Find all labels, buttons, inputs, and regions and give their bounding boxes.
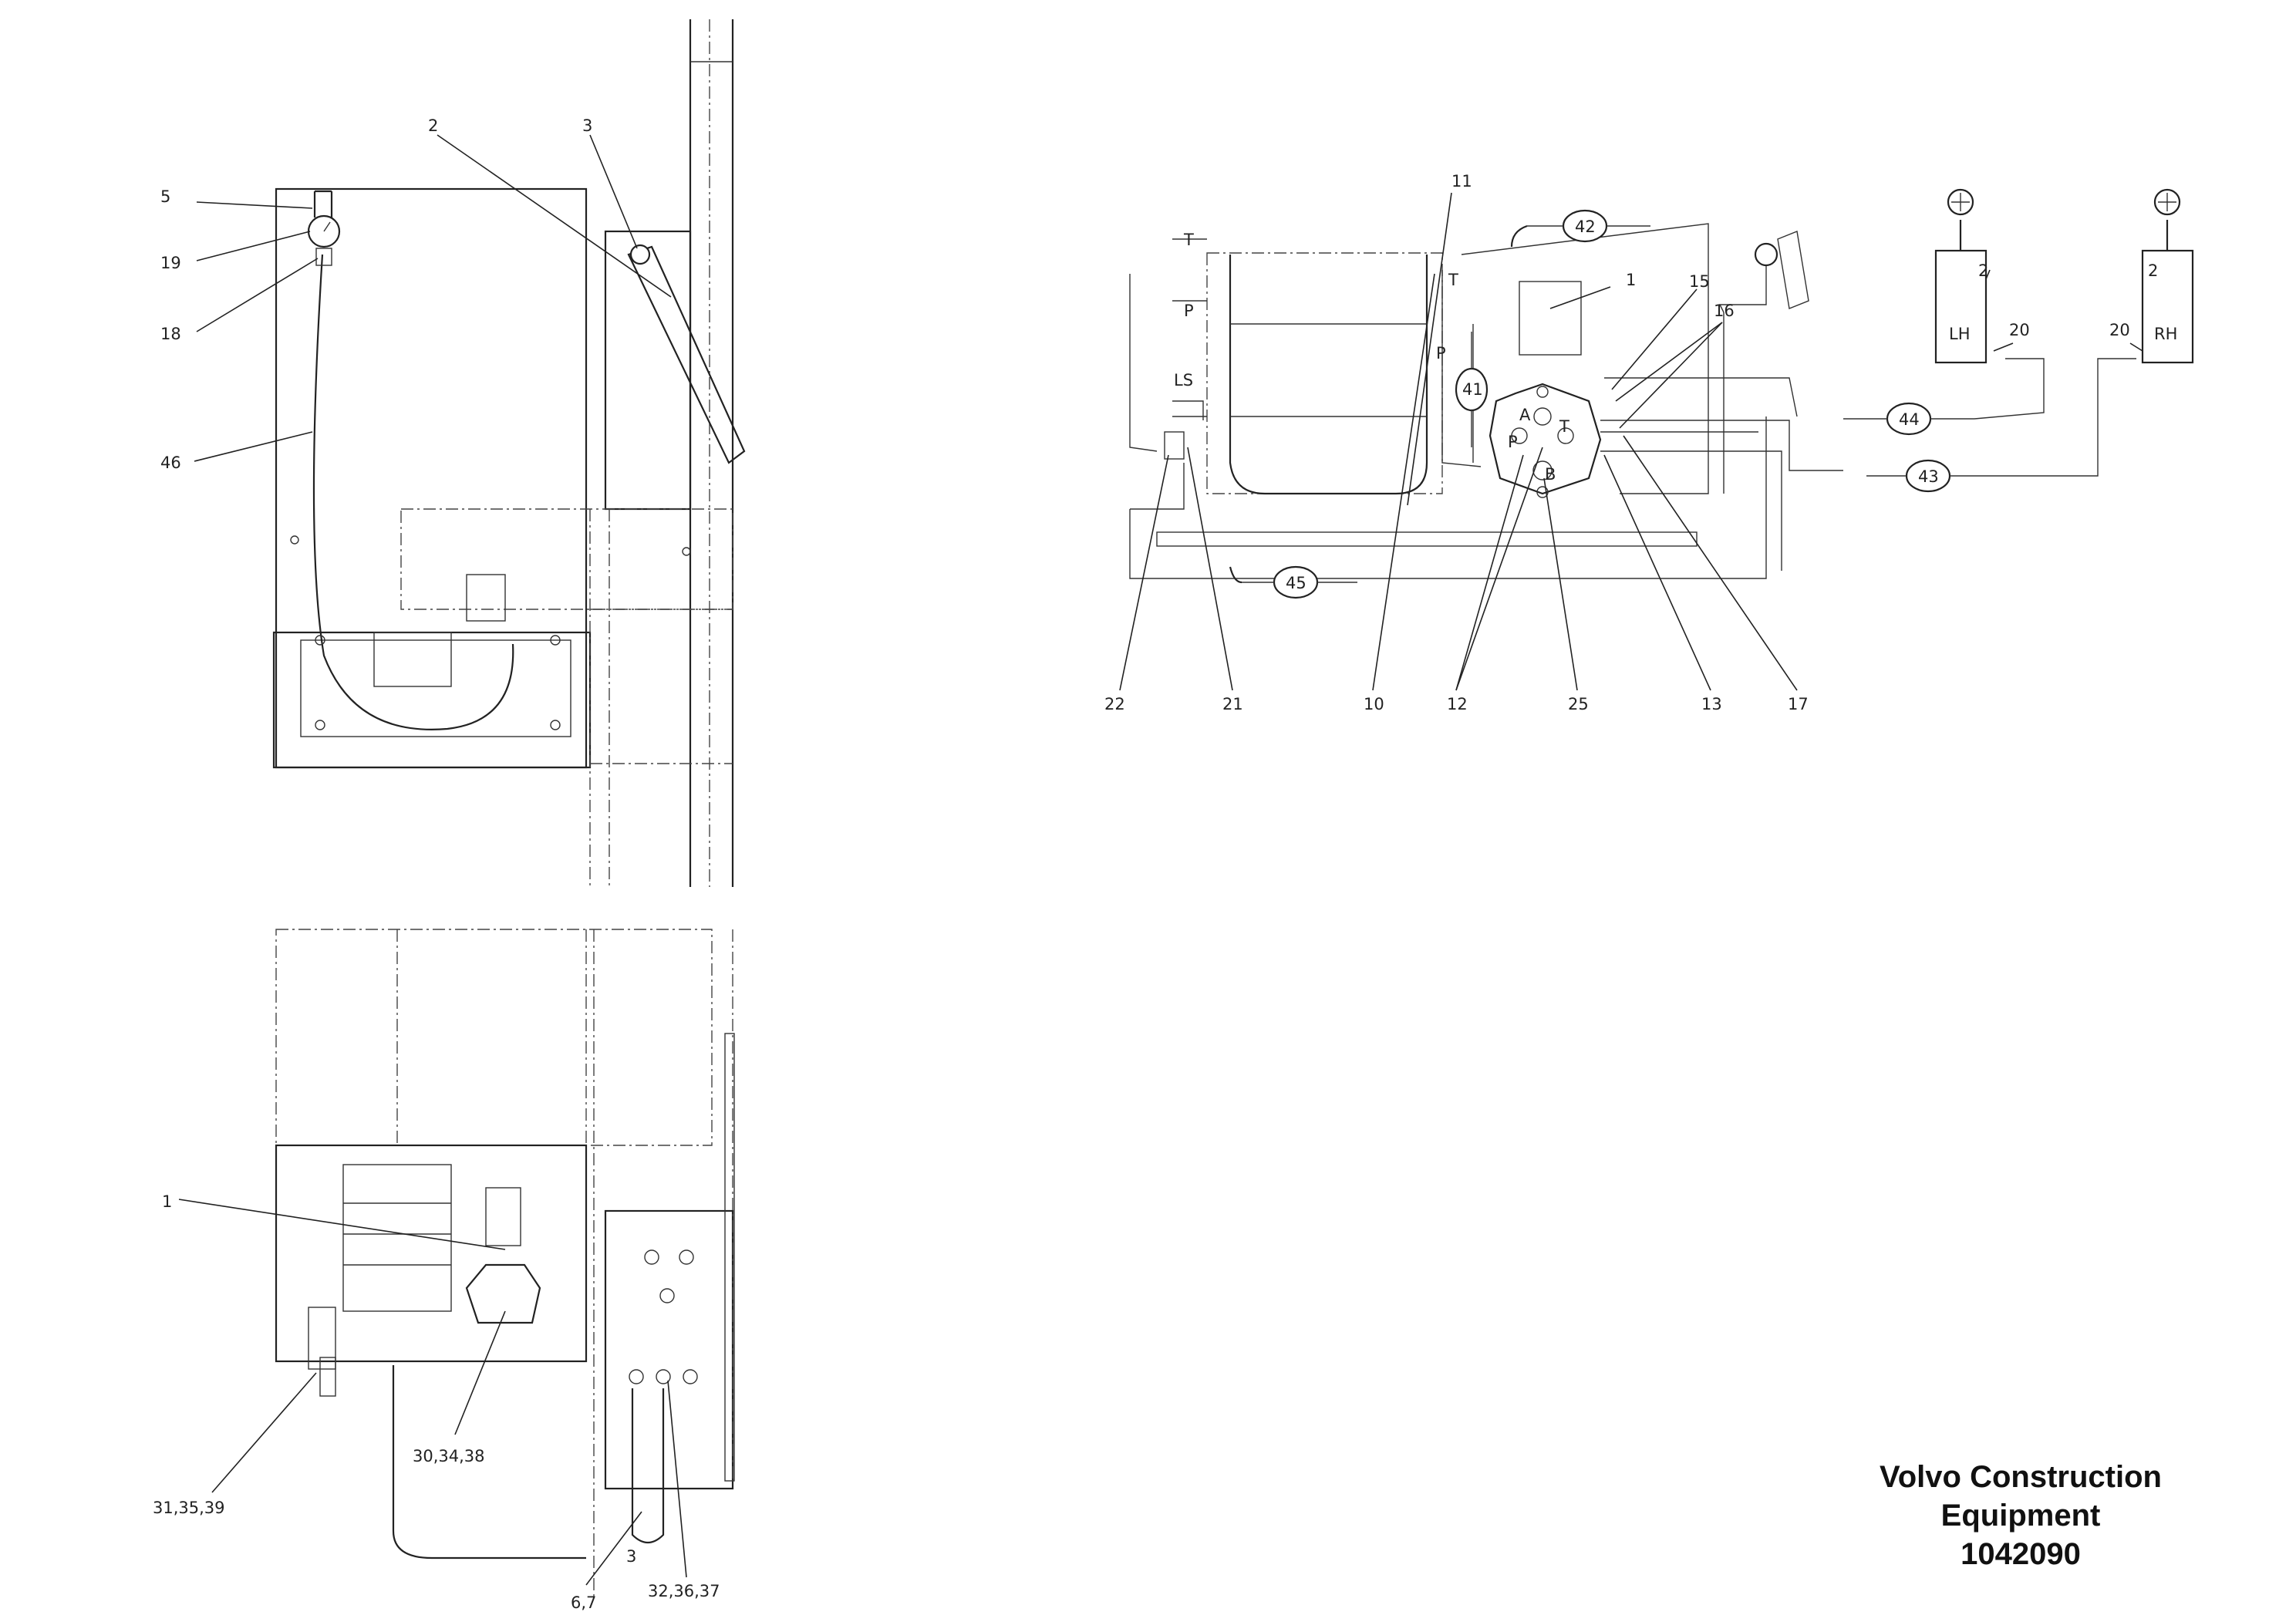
callout-25: 25 (1568, 695, 1589, 713)
hose-45-label: 45 (1286, 574, 1306, 592)
callout-32-36-37: 32,36,37 (648, 1582, 720, 1600)
callout-1: 1 (162, 1192, 172, 1211)
cylinder-lh: LH (1934, 188, 1988, 364)
port-p-top: P (1184, 302, 1194, 320)
valve-p: P (1436, 344, 1446, 363)
pump-b: B (1545, 465, 1556, 484)
callout-46: 46 (160, 454, 181, 472)
pump-p: P (1508, 433, 1518, 451)
pump-valve (1489, 383, 1602, 495)
hose-45: 45 (1229, 565, 1357, 599)
hose-43: 43 (1866, 459, 1998, 493)
top-left-view: 5 19 18 46 2 3 (160, 19, 746, 887)
hose-44-label: 44 (1899, 410, 1920, 429)
pump-a: A (1519, 406, 1531, 424)
callout-22: 22 (1104, 695, 1125, 713)
valve-t: T (1448, 271, 1458, 289)
hose-41-label: 41 (1462, 380, 1483, 399)
callout-20-lh: 20 (2009, 321, 2030, 339)
callout-30-34-38: 30,34,38 (413, 1447, 485, 1465)
drawing-number: 1042090 (1961, 1537, 2081, 1571)
callout-15: 15 (1689, 272, 1710, 291)
callout-2-rh: 2 (2148, 261, 2158, 280)
hose-42: 42 (1510, 209, 1650, 248)
callout-1-schematic: 1 (1626, 271, 1636, 289)
pump-t: T (1559, 417, 1569, 436)
port-ls: LS (1174, 371, 1193, 389)
cylinder-rh: RH (2141, 188, 2194, 364)
callout-2: 2 (428, 116, 438, 135)
cabinet-panel (275, 187, 588, 769)
manufacturer-line-2: Equipment (1940, 1499, 2101, 1533)
callout-3-lower: 3 (626, 1547, 636, 1566)
callout-31-35-39: 31,35,39 (153, 1499, 225, 1517)
hydraulic-schematic: 42 41 44 43 45 (1104, 172, 2194, 713)
port-t-top: T (1183, 231, 1194, 249)
manufacturer-line-1: Volvo Construction (1880, 1460, 2162, 1494)
callout-17: 17 (1788, 695, 1809, 713)
bottom-left-view: 1 30,34,38 31,35,39 6,7 3 32,36,37 (153, 929, 735, 1612)
callout-13: 13 (1701, 695, 1722, 713)
callout-11: 11 (1451, 172, 1472, 191)
callout-19: 19 (160, 254, 181, 272)
callout-12: 12 (1447, 695, 1468, 713)
cylinder-lh-label: LH (1949, 325, 1971, 343)
hose-44: 44 (1843, 402, 1974, 436)
hose-46 (312, 254, 514, 730)
callout-18: 18 (160, 325, 181, 343)
callout-5: 5 (160, 187, 170, 206)
callout-2-lh: 2 (1978, 261, 1988, 280)
schematic-gauge (1754, 242, 1778, 267)
callout-21: 21 (1222, 695, 1243, 713)
hose-42-label: 42 (1575, 218, 1596, 236)
callout-6-7: 6,7 (571, 1593, 596, 1612)
hose-43-label: 43 (1918, 467, 1939, 486)
hose-41: 41 (1455, 332, 1489, 447)
callout-16: 16 (1714, 302, 1735, 320)
title-block: Volvo Construction Equipment 1042090 (1797, 1458, 2244, 1573)
callout-3: 3 (582, 116, 592, 135)
cylinder-rh-label: RH (2154, 325, 2177, 343)
callout-10: 10 (1364, 695, 1384, 713)
callout-20-rh: 20 (2109, 321, 2130, 339)
pump-body (465, 1263, 541, 1324)
